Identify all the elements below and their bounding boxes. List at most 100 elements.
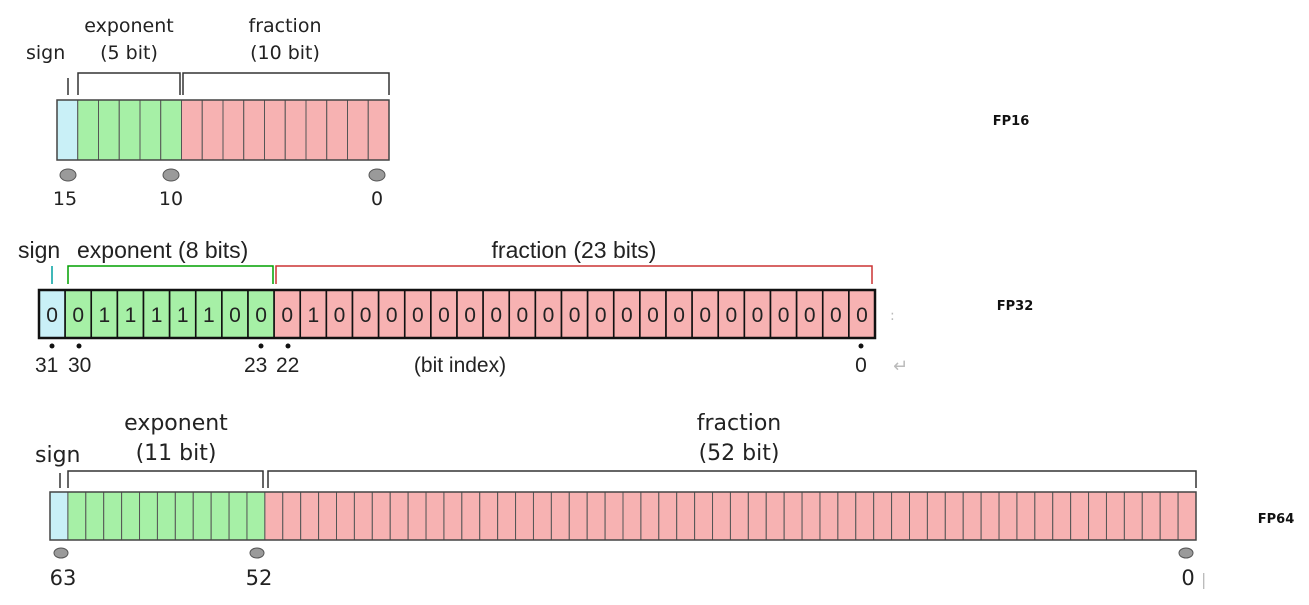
return-icon: ↵: [893, 356, 908, 377]
fp64-exponent-bit-cell: [246, 491, 266, 541]
fp64-fraction-bit-cell: [586, 491, 606, 541]
fp64-fraction-bit-cell: [909, 491, 928, 541]
fp32-bit-value: 0: [543, 304, 555, 327]
fp32-diagram: sign exponent (8 bits) fraction (23 bits…: [18, 237, 1033, 377]
fp64-index-63: 63: [50, 566, 77, 590]
fp32-sign-bit-cell: [38, 289, 66, 339]
fp64-fraction-bit-cell: [1034, 491, 1054, 541]
fp64-fraction-bit-cell: [891, 491, 910, 541]
fp64-fraction-bit-cell: [389, 491, 409, 541]
fp64-fraction-bit-cell: [604, 491, 624, 541]
fp64-fraction-bit-cell: [1070, 491, 1090, 541]
fp32-bit-value: 0: [281, 304, 293, 327]
fp64-fraction-bit-cell: [515, 491, 534, 541]
fp32-bit-value: 0: [830, 304, 842, 327]
fp64-exponent-bit-cell: [121, 491, 141, 541]
fp64-fraction-brace: [267, 470, 1197, 488]
fp32-bit-value: 0: [255, 304, 267, 327]
fp64-fraction-bit-cell: [461, 491, 481, 541]
fp64-fraction-bit-cell: [407, 491, 427, 541]
fp64-exponent-bit-cell: [85, 491, 105, 541]
fp64-index-52: 52: [246, 566, 273, 590]
fp32-exponent-bit-cell: [247, 289, 275, 339]
fp32-index-dot: [285, 343, 291, 349]
fp32-index-31: 31: [35, 354, 58, 377]
fp64-register-outline: [49, 491, 1197, 541]
fp16-fraction-bit-cell: [181, 99, 203, 161]
fp64-fraction-bit-cell: [1088, 491, 1107, 541]
fp32-bit-value: 0: [360, 304, 372, 327]
fp32-fraction-brace: [275, 265, 873, 284]
fp32-bit-value: 0: [412, 304, 424, 327]
fp64-fraction-bit-cell: [336, 491, 355, 541]
fp32-bit-value: 0: [699, 304, 711, 327]
fp64-fraction-bit-cell: [425, 491, 445, 541]
fp32-bit-value: 0: [438, 304, 450, 327]
fp64-stray-mark: |: [1201, 570, 1206, 589]
fp64-exponent-bit-cell: [103, 491, 123, 541]
fp32-exponent-bit-cell: [90, 289, 119, 339]
fp16-fraction-bit-cell: [347, 99, 369, 161]
fp16-fraction-bit-cell: [264, 99, 286, 161]
fp64-fraction-bit-cell: [1016, 491, 1036, 541]
fp32-bit-value: 0: [673, 304, 685, 327]
fp64-exponent-bit-cell: [228, 491, 248, 541]
fp32-index-22: 22: [276, 354, 299, 377]
fp64-fraction-bit-cell: [550, 491, 570, 541]
fp32-bit-value: 0: [595, 304, 607, 327]
fp32-bit-value: 0: [72, 304, 84, 327]
fp16-sign-bit-cell: [56, 99, 79, 161]
fp16-exponent-bit-cell: [160, 99, 182, 161]
fp16-fraction-brace: [182, 72, 390, 95]
fp64-exponent-bit-cell: [156, 491, 176, 541]
fp32-bit-value: 0: [490, 304, 502, 327]
fp32-bit-value: 0: [386, 304, 398, 327]
fp64-fraction-bit-cell: [353, 491, 373, 541]
fp32-bit-value: 0: [229, 304, 241, 327]
fp32-register-outline: [37, 288, 877, 340]
fp32-bit-index-label: (bit index): [414, 354, 506, 377]
fp64-fraction-bit-cell: [962, 491, 982, 541]
fp64-fraction-bit-cell: [640, 491, 660, 541]
fp16-exponent-bit-cell: [98, 99, 120, 161]
fp16-index-marker: [368, 168, 386, 182]
fp64-fraction-bit-cell: [801, 491, 821, 541]
fp64-fraction-bit-cell: [282, 491, 302, 541]
fp32-stray-mark: :: [890, 308, 895, 324]
fp32-bit-value: 0: [752, 304, 764, 327]
fp64-fraction-bit-cell: [944, 491, 964, 541]
fp16-fraction-bit-cell: [367, 99, 390, 161]
fp64-fraction-label: fraction: [697, 411, 782, 436]
fp32-format-label: FP32: [997, 299, 1034, 314]
fp32-index-dot: [258, 343, 264, 349]
fp32-fraction-bit-cell: [508, 289, 537, 339]
fp32-bit-value: 0: [804, 304, 816, 327]
fp64-fraction-bit-cell: [1123, 491, 1143, 541]
fp32-bit-value: 0: [464, 304, 476, 327]
fp64-exponent-bit-cell: [67, 491, 87, 541]
fp64-index-marker: [53, 547, 69, 559]
fp32-bit-value: 0: [46, 304, 58, 327]
fp64-exponent-bit-cell: [192, 491, 212, 541]
fp64-sign-label: sign: [35, 443, 80, 468]
fp32-bit-value: 0: [725, 304, 737, 327]
fp32-exponent-brace: [67, 265, 274, 284]
fp16-fraction-bit-cell: [201, 99, 224, 161]
fp16-fraction-bit-cell: [326, 99, 348, 161]
fp32-index-0: 0: [855, 354, 867, 377]
fp64-fraction-bit-cell: [371, 491, 391, 541]
fp16-sign-label: sign: [26, 42, 65, 64]
fp32-sign-label: sign: [18, 237, 60, 263]
fp32-index-dot: [76, 343, 82, 349]
fp64-exponent-brace: [67, 470, 264, 488]
fp64-fraction-bit-cell: [479, 491, 499, 541]
fp64-fraction-bit-cell: [1159, 491, 1179, 541]
fp64-fraction-bit-cell: [1141, 491, 1161, 541]
fp16-exponent-bit-cell: [118, 99, 141, 161]
fp64-diagram: sign exponent (11 bit) fraction (52 bit)…: [35, 411, 1294, 590]
fp64-fraction-bits-label: (52 bit): [699, 441, 780, 466]
fp64-fraction-bit-cell: [729, 491, 749, 541]
fp64-sign-bit-cell: [49, 491, 69, 541]
